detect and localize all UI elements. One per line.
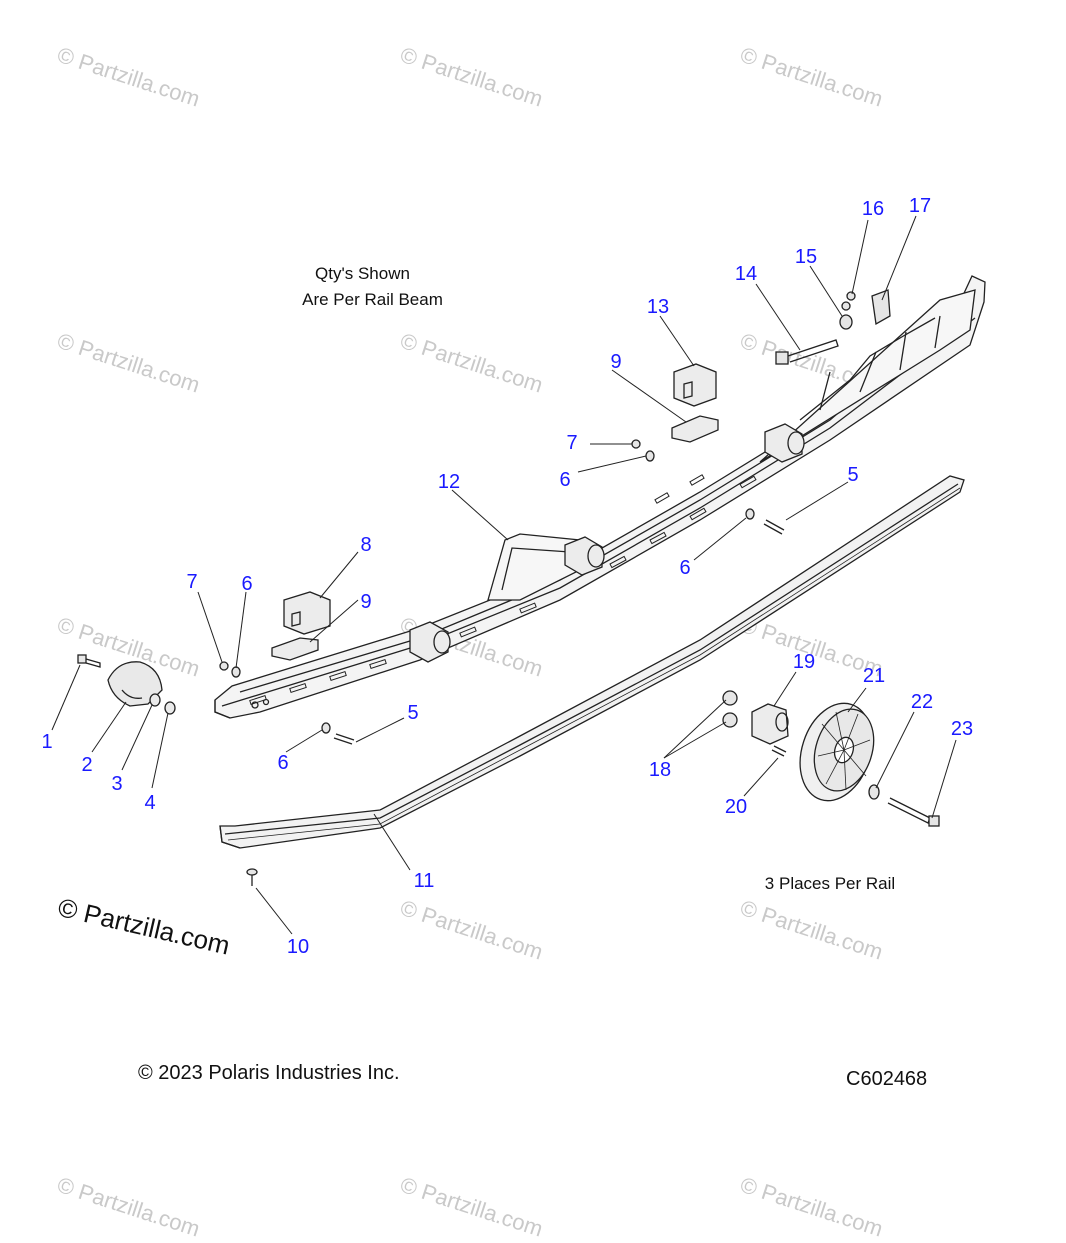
- clip-9-upper: [671, 415, 719, 443]
- callout-22: 22: [911, 691, 933, 713]
- callout-10: 10: [287, 936, 309, 958]
- callout-20: 20: [725, 796, 747, 818]
- bolt-14: [775, 339, 839, 365]
- callout-6-left: 6: [241, 573, 252, 595]
- callout-6-right: 6: [679, 557, 690, 579]
- diagram-id: C602468: [846, 1068, 928, 1090]
- callout-7-left: 7: [186, 571, 197, 593]
- callout-19: 19: [793, 651, 815, 673]
- callout-1: 1: [41, 731, 52, 753]
- callout-3: 3: [111, 773, 122, 795]
- rivet-10: [246, 868, 258, 886]
- callout-9-upper: 9: [610, 351, 621, 373]
- wear-block-8: [283, 591, 331, 635]
- callout-6-mid: 6: [559, 469, 570, 491]
- qty-note-line1: Qty's Shown: [315, 264, 410, 283]
- washer-22: [868, 784, 880, 800]
- end-cap-2: [107, 661, 163, 707]
- nut-15: [839, 314, 853, 330]
- callout-9-lower: 9: [360, 591, 371, 613]
- callout-5-upper: 5: [847, 464, 858, 486]
- clip-9-lower: [271, 637, 319, 661]
- slide-hyfax: [219, 475, 965, 849]
- callout-4: 4: [144, 792, 155, 814]
- bolt-20: [771, 745, 787, 757]
- screw-7-mid: [631, 439, 641, 449]
- callout-13: 13: [647, 296, 669, 318]
- bolt-23: [887, 797, 940, 827]
- idler-wheel-21: [799, 702, 875, 802]
- callout-7-mid: 7: [566, 432, 577, 454]
- screw-5-lower: [333, 733, 355, 745]
- callout-16: 16: [862, 198, 884, 220]
- callout-21: 21: [863, 665, 885, 687]
- washer-6-lower: [321, 722, 331, 734]
- callout-23: 23: [951, 718, 973, 740]
- nut-4: [164, 701, 176, 715]
- screw-5-right: [763, 519, 785, 535]
- callout-5-lower: 5: [407, 702, 418, 724]
- washer-6-left: [231, 666, 241, 678]
- copyright-text: © 2023 Polaris Industries Inc.: [138, 1062, 400, 1084]
- rail-beam: [214, 275, 986, 719]
- washer-6-mid: [645, 450, 655, 462]
- callout-8: 8: [360, 534, 371, 556]
- callout-18: 18: [649, 759, 671, 781]
- callout-6-lower: 6: [277, 752, 288, 774]
- callout-12: 12: [438, 471, 460, 493]
- callout-17: 17: [909, 195, 931, 217]
- spacer-18: [722, 690, 738, 728]
- wheel-bracket-19: [751, 703, 789, 745]
- bolt-1: [77, 654, 101, 668]
- screw-7-left: [219, 661, 229, 671]
- places-note: 3 Places Per Rail: [764, 874, 896, 893]
- callout-11: 11: [414, 870, 435, 892]
- bracket-17: [871, 289, 891, 326]
- parts-diagram: © Partzilla.com © Partzilla.com © Partzi…: [41, 42, 986, 1242]
- parts-drawing: 1 2 3 4 5 5 6 6 6 6 7 7 8 9 9 10 11 12 1…: [41, 195, 986, 958]
- washer-6-right: [745, 508, 755, 520]
- wear-block-13: [673, 363, 717, 407]
- leader-lines: [51, 215, 957, 935]
- washer-3: [149, 693, 161, 707]
- callout-14: 14: [735, 263, 757, 285]
- screw-16: [841, 291, 856, 311]
- callout-15: 15: [795, 246, 817, 268]
- callout-2: 2: [81, 754, 92, 776]
- qty-note-line2: Are Per Rail Beam: [302, 290, 443, 309]
